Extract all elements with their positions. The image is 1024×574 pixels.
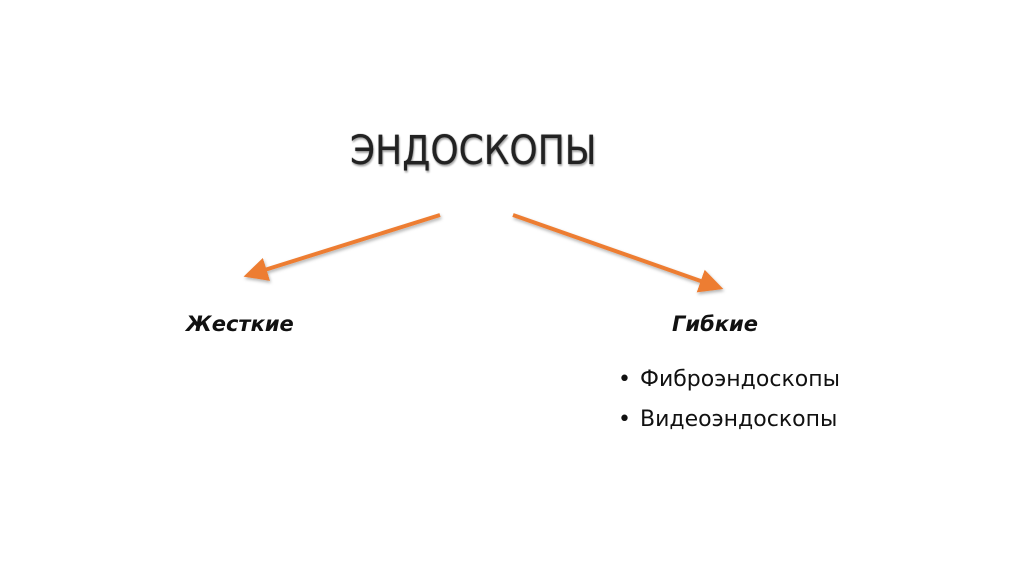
bullet-icon: •	[618, 407, 631, 432]
diagram-title: ЭНДОСКОПЫ	[350, 128, 597, 174]
branch-rigid-label: Жесткие	[186, 312, 294, 336]
list-item-label: Видеоэндоскопы	[640, 407, 838, 432]
arrow-right-icon	[512, 213, 724, 293]
flexible-types-list: • Фиброэндоскопы • Видеоэндоскопы	[618, 364, 840, 444]
list-item: • Фиброэндоскопы	[618, 364, 840, 404]
bullet-icon: •	[618, 367, 631, 392]
arrow-left-icon	[243, 213, 441, 281]
list-item-label: Фиброэндоскопы	[640, 367, 840, 392]
branch-flexible-label: Гибкие	[672, 312, 758, 336]
list-item: • Видеоэндоскопы	[618, 404, 840, 444]
